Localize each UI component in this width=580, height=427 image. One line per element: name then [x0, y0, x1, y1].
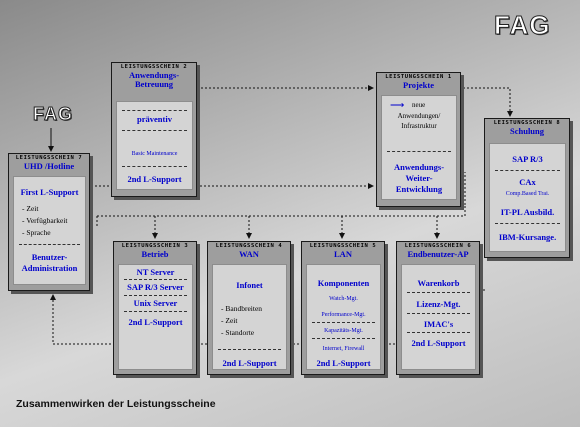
service-item: Infonet: [236, 280, 263, 290]
service-item: IMAC's: [423, 319, 454, 329]
inner-panel: First L-Support - Zeit - Verfügbarkeit -…: [13, 176, 86, 285]
connector-1-to-8: [459, 87, 513, 117]
box-betrieb: LEISTUNGSSCHEIN 3 Betrieb NT Server SAP …: [113, 241, 197, 375]
service-item: IT-PL Ausbild.: [500, 207, 555, 217]
service-subitem: Internet, Firewall: [322, 346, 365, 352]
box-header: LEISTUNGSSCHEIN 3: [121, 243, 189, 249]
service-item: CAx: [519, 177, 536, 187]
arrow-label: Anwendungen/: [397, 112, 441, 120]
arrow-right-icon: ⟶: [390, 100, 405, 111]
box-header: LEISTUNGSSCHEIN 6: [404, 243, 472, 249]
bullet-item: - Bandbreiten: [221, 304, 263, 313]
service-item: 2nd L-Support: [127, 174, 182, 184]
service-item: Komponenten: [317, 278, 370, 288]
box-projekte: LEISTUNGSSCHEIN 1 Projekte ⟶ neue Anwend…: [376, 72, 461, 207]
service-item: Weiter-: [405, 173, 433, 183]
box-header: LEISTUNGSSCHEIN 7: [15, 155, 83, 161]
inner-panel: NT Server SAP R/3 Server Unix Server 2nd…: [118, 264, 193, 370]
service-item: präventiv: [137, 114, 172, 124]
arrow-label: neue: [412, 101, 426, 109]
service-item: 2nd L-Support: [128, 317, 183, 327]
service-item: 2nd L-Support: [411, 338, 466, 348]
service-item: NT Server: [136, 267, 175, 277]
service-item: IBM-Kursange.: [498, 232, 557, 242]
box-schulung: LEISTUNGSSCHEIN 8 Schulung SAP R/3 CAx C…: [484, 118, 570, 258]
bullet-item: - Zeit: [22, 204, 39, 213]
service-item: Benutzer-: [31, 252, 68, 262]
inner-panel: SAP R/3 CAx Comp.Based Trai. IT-PL Ausbi…: [489, 143, 566, 252]
service-item: Warenkorb: [417, 278, 460, 288]
bullet-item: - Zeit: [221, 316, 238, 325]
bullet-item: - Verfügbarkeit: [22, 216, 68, 225]
service-subitem: Performance-Mgt.: [321, 312, 366, 318]
fag-logo-top: FAG: [493, 10, 551, 41]
service-item: Unix Server: [133, 298, 178, 308]
arrow-label: Infrastruktur: [401, 122, 437, 130]
box-uhd-hotline: LEISTUNGSSCHEIN 7 UHD /Hotline First L-S…: [8, 153, 90, 291]
service-item: SAP R/3 Server: [127, 282, 184, 292]
bullet-item: - Standorte: [221, 328, 255, 337]
box-title: UHD /Hotline: [23, 161, 75, 171]
diagram-caption: Zusammenwirken der Leistungsscheine: [16, 398, 216, 410]
box-header: LEISTUNGSSCHEIN 8: [493, 120, 561, 126]
box-lan: LEISTUNGSSCHEIN 5 LAN Komponenten Watch-…: [301, 241, 385, 375]
box-wan: LEISTUNGSSCHEIN 4 WAN Infonet - Bandbrei…: [207, 241, 291, 375]
box-title: LAN: [334, 249, 352, 259]
box-title: Endbenutzer-AP: [407, 249, 469, 259]
box-title: Schulung: [509, 126, 545, 136]
box-header: LEISTUNGSSCHEIN 1: [385, 74, 452, 80]
box-title: Anwendungs-: [128, 70, 180, 80]
service-item: Comp.Based Trai.: [505, 191, 550, 197]
inner-panel: Infonet - Bandbreiten - Zeit - Standorte…: [212, 264, 287, 370]
box-title: Projekte: [403, 80, 434, 90]
inner-panel: präventiv Basic Maintenance 2nd L-Suppor…: [116, 101, 193, 190]
service-item: Lizenz-Mgt.: [416, 299, 461, 309]
service-item: SAP R/3: [512, 154, 543, 164]
service-subitem: Watch-Mgt.: [329, 296, 358, 302]
inner-panel: ⟶ neue Anwendungen/ Infrastruktur Anwend…: [381, 95, 457, 200]
inner-panel: Komponenten Watch-Mgt. Performance-Mgt. …: [306, 264, 381, 370]
box-title: WAN: [239, 249, 259, 259]
fag-logo-left: FAG: [32, 104, 74, 125]
box-header: LEISTUNGSSCHEIN 4: [215, 243, 283, 249]
service-item: First L-Support: [20, 187, 79, 197]
service-item: 2nd L-Support: [316, 358, 371, 368]
box-header: LEISTUNGSSCHEIN 2: [120, 64, 188, 70]
service-item: 2nd L-Support: [222, 358, 277, 368]
box-title: Betrieb: [141, 249, 169, 259]
box-header: LEISTUNGSSCHEIN 5: [309, 243, 377, 249]
service-item: Administration: [21, 263, 78, 273]
service-item: Entwicklung: [395, 184, 443, 194]
service-item: Anwendungs-: [393, 162, 445, 172]
bullet-item: - Sprache: [22, 228, 51, 237]
box-title: Betreuung: [134, 79, 174, 89]
inner-panel: Warenkorb Lizenz-Mgt. IMAC's 2nd L-Suppo…: [401, 264, 476, 370]
box-anwendungsbetreuung: LEISTUNGSSCHEIN 2 Anwendungs- Betreuung …: [111, 62, 197, 197]
service-subitem: Kapazitäts-Mgt.: [324, 328, 363, 334]
service-item: Basic Maintenance: [131, 151, 178, 157]
box-endbenutzer-ap: LEISTUNGSSCHEIN 6 Endbenutzer-AP Warenko…: [396, 241, 480, 375]
